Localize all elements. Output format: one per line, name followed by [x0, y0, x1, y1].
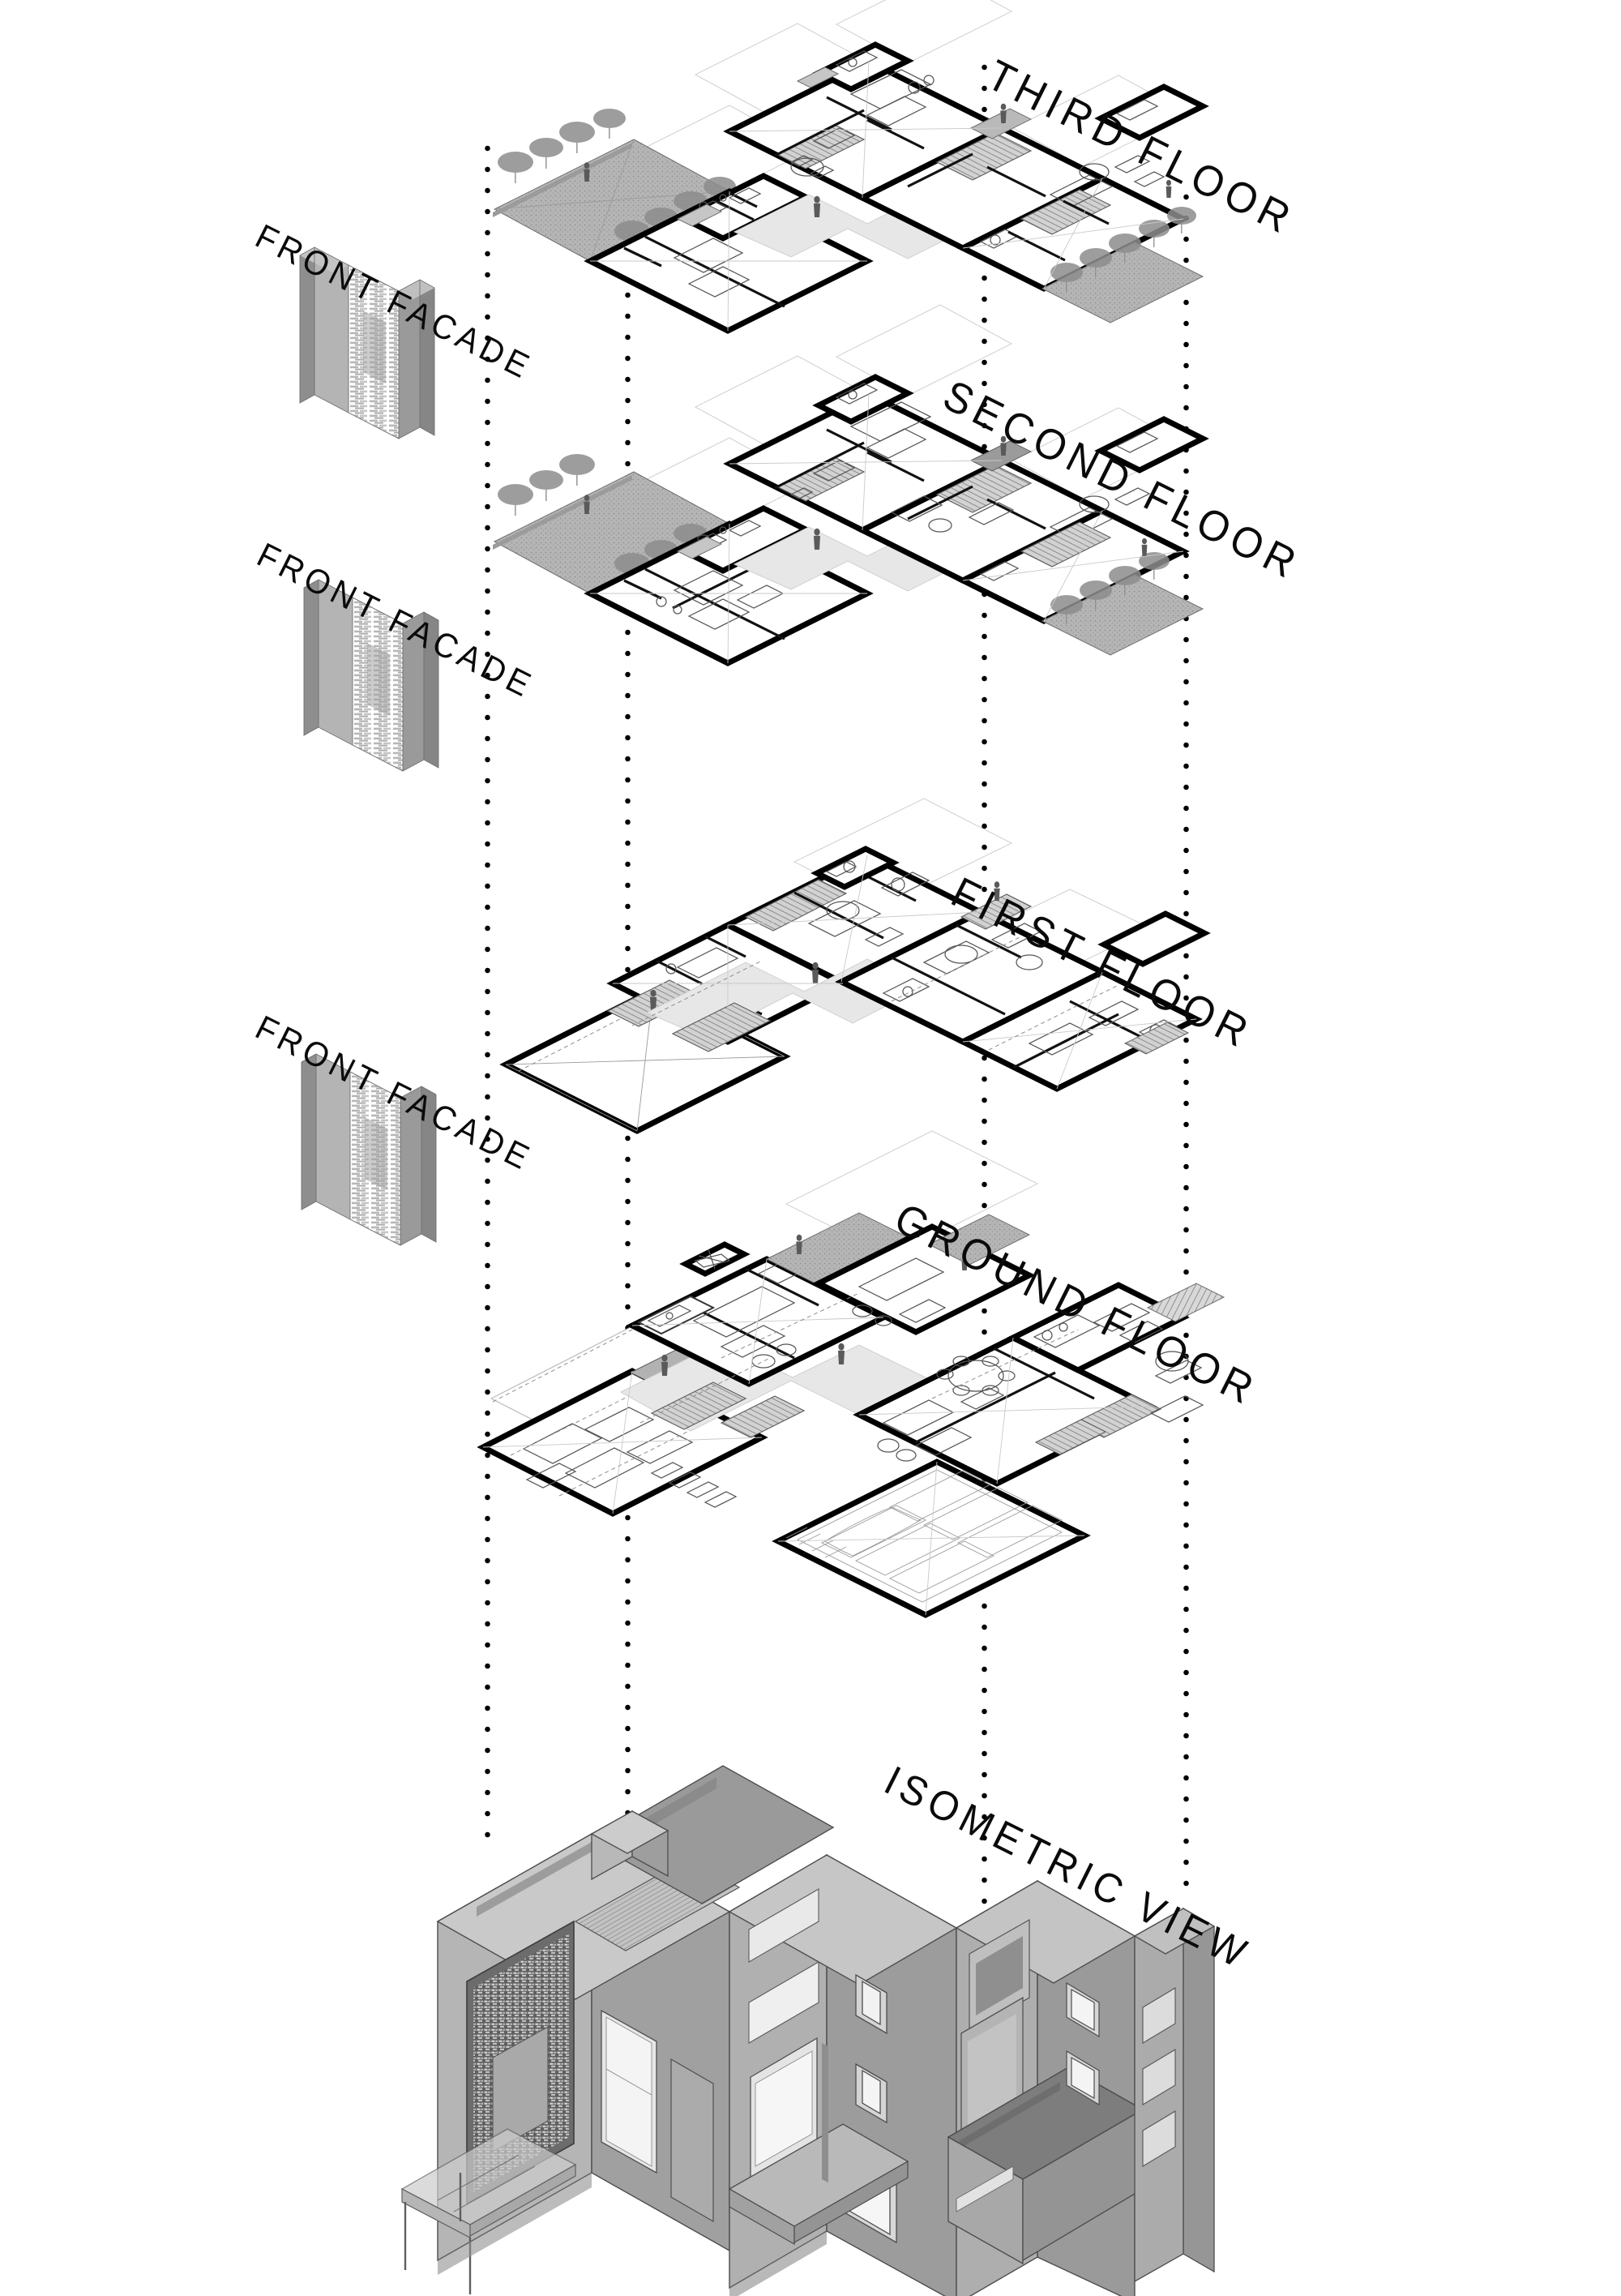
floor-plate-first: [499, 798, 1232, 1163]
isometric-view-model: [389, 1654, 1216, 2296]
front-facade-panel-1: [292, 239, 478, 474]
front-facade-panel-3: [293, 1046, 480, 1281]
front-facade-panel-2: [296, 572, 482, 807]
floor-plate-ground: [477, 1130, 1248, 1618]
floor-plate-third: [486, 0, 1216, 341]
floor-plate-second: [486, 304, 1216, 673]
